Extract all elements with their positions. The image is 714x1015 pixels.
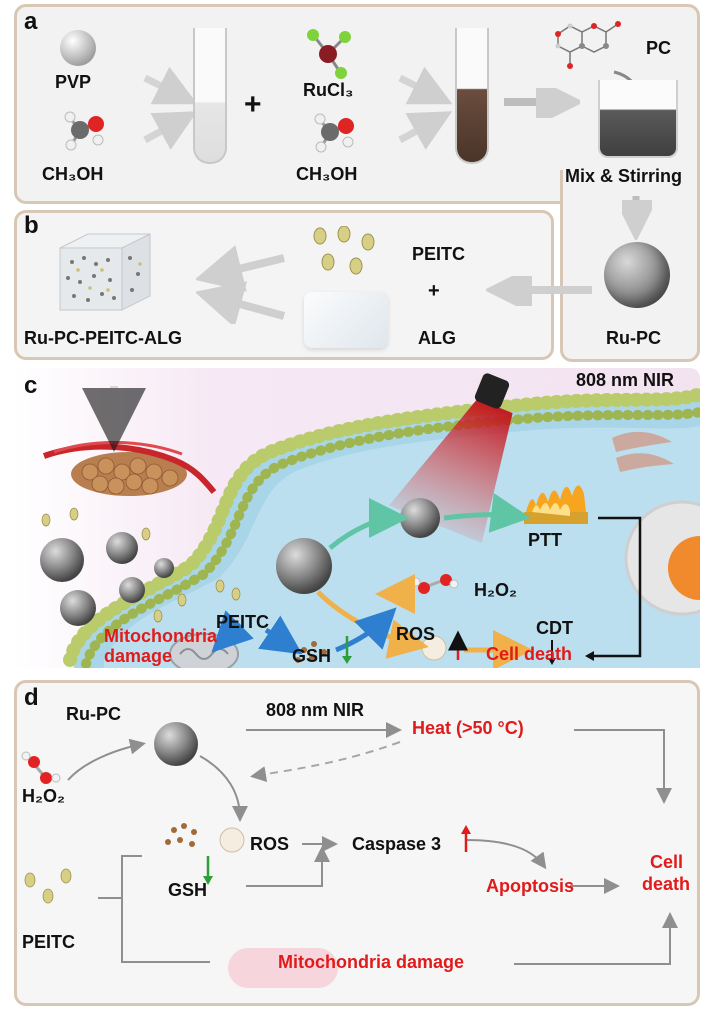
- panel-a: [14, 4, 700, 204]
- panel-a-letter: a: [24, 8, 38, 35]
- arrows-to-tube-1: [143, 66, 198, 150]
- panel-d: [14, 680, 700, 1006]
- panel-d-flow-arrows: [21, 722, 678, 988]
- ru-pc-peitc-alg-label: Ru-PC-PEITC-ALG: [24, 328, 182, 348]
- pvp-sphere-icon: [60, 30, 96, 66]
- h2o2-label-d: H₂O₂: [22, 786, 65, 806]
- caspase-label: Caspase 3: [352, 834, 442, 854]
- gsh-label-d: GSH: [168, 880, 208, 900]
- arrows-to-tube-2: [398, 66, 453, 150]
- peitc-molecules-icon: [313, 226, 375, 275]
- ru-pc-label-d: Ru-PC: [66, 704, 121, 724]
- panel-a-join: [563, 166, 697, 176]
- cell-death-label-c: Cell death: [486, 644, 573, 664]
- panel-c-letter: c: [24, 372, 38, 399]
- peitc-label-b: PEITC: [412, 244, 466, 264]
- methanol-label-2: CH₃OH: [296, 164, 358, 184]
- rucl3-molecule-icon: [307, 29, 351, 79]
- arrows-to-product: [196, 245, 286, 324]
- plus-sign-b: +: [428, 280, 440, 302]
- methanol-molecule-icon-1: [64, 111, 104, 151]
- ru-pc-nanoparticle-icon: [604, 242, 670, 308]
- panel-d-letter: d: [24, 684, 39, 711]
- death-label-d: death: [642, 874, 691, 894]
- ros-label-c: ROS: [396, 624, 436, 644]
- gsh-label-c: GSH: [292, 646, 332, 666]
- mitochondria-damage-label-d: Mitochondria damage: [278, 952, 465, 972]
- alg-block-icon: [304, 292, 388, 348]
- test-tube-clear-icon: [193, 28, 227, 164]
- rupc-to-mix-arrow: [486, 276, 592, 306]
- mitochondria-label-c-2: damage: [104, 646, 173, 666]
- h2o2-label-c: H₂O₂: [474, 580, 517, 600]
- cdt-label: CDT: [536, 618, 573, 638]
- mitochondria-label-c-1: Mitochondria: [104, 626, 217, 646]
- alg-label: ALG: [418, 328, 456, 348]
- apoptosis-label: Apoptosis: [486, 876, 574, 896]
- test-tube-brown-icon: [455, 28, 489, 164]
- cell-illustration: [40, 373, 700, 668]
- arrow-to-beaker: [504, 88, 580, 118]
- methanol-label-1: CH₃OH: [42, 164, 104, 184]
- ros-label-d: ROS: [250, 834, 290, 854]
- pc-label: PC: [646, 38, 672, 58]
- cell-label-d: Cell: [650, 852, 684, 872]
- hydrogel-cube-icon: [59, 233, 151, 311]
- ru-pc-label-b: Ru-PC: [606, 328, 661, 348]
- pvp-label: PVP: [55, 72, 92, 92]
- beaker-to-rupc-arrow: [622, 196, 652, 240]
- peitc-label-c: PEITC: [216, 612, 270, 632]
- nir-label-d: 808 nm NIR: [266, 700, 365, 720]
- peitc-label-d: PEITC: [22, 932, 76, 952]
- ptt-label: PTT: [528, 530, 562, 550]
- nir-label-c: 808 nm NIR: [576, 370, 675, 390]
- mix-stirring-label: Mix & Stirring: [565, 166, 683, 186]
- rucl3-label: RuCl₃: [303, 80, 354, 100]
- methanol-molecule-icon-2: [314, 113, 354, 153]
- heat-label: Heat (>50 °C): [412, 718, 524, 738]
- plus-sign-a: +: [244, 88, 262, 121]
- pc-molecule-icon: [555, 21, 621, 69]
- beaker-icon: [598, 80, 678, 158]
- panel-b-letter: b: [24, 212, 39, 239]
